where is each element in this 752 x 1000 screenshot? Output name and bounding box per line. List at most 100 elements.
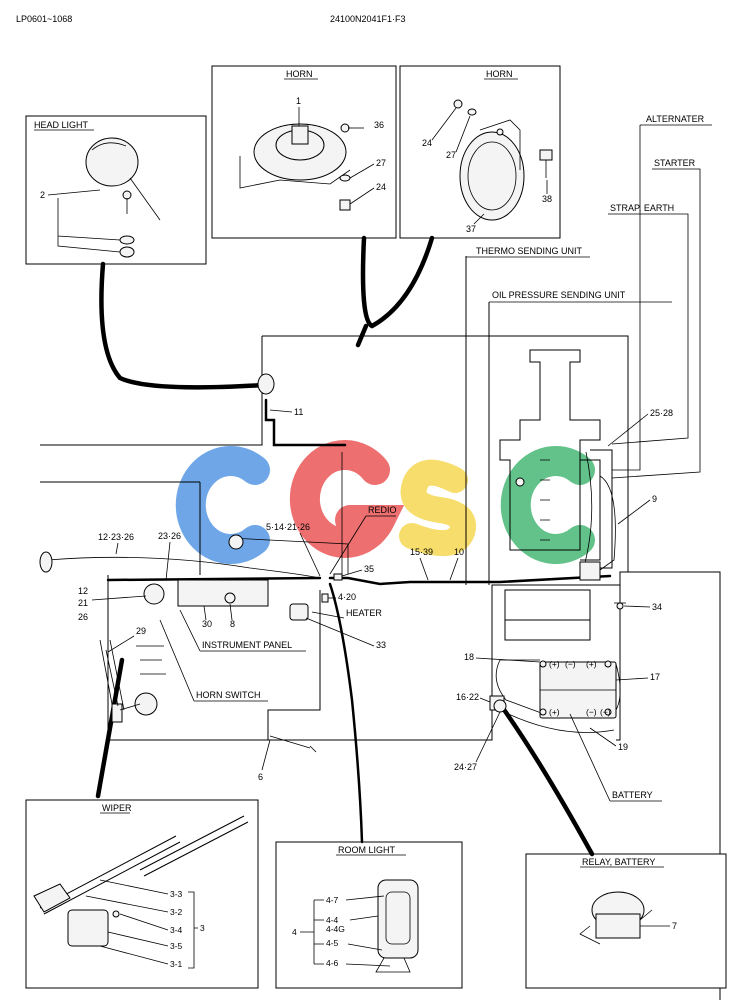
label-34: 34 bbox=[652, 602, 662, 612]
horn2-box: HORN 24 27 38 37 bbox=[399, 65, 561, 239]
wiper-part-3: 3 bbox=[200, 923, 205, 933]
headlight-box: HEAD LIGHT 2 bbox=[25, 115, 207, 265]
roomlight-part-4-5: 4-5 bbox=[326, 938, 339, 948]
battery-terminal-pos-1: (+) bbox=[549, 659, 560, 669]
watermark-letter-2 bbox=[289, 439, 405, 558]
side-lamp-icon bbox=[39, 551, 53, 573]
horn1-part-1: 1 bbox=[296, 96, 301, 106]
horn2-part-37: 37 bbox=[466, 224, 476, 234]
relay-battery-box: RELAY, BATTERY 7 bbox=[525, 853, 727, 989]
wiper-blade-icon bbox=[139, 815, 249, 877]
battery-terminal-pos-3: (+) bbox=[549, 707, 560, 717]
watermark-logo bbox=[175, 439, 595, 564]
battery-terminal-neg-1: (−) bbox=[565, 659, 576, 669]
wiper-part-3-4: 3-4 bbox=[170, 925, 183, 935]
label-26: 26 bbox=[78, 612, 88, 622]
label-12-23-26: 12·23·26 bbox=[98, 532, 134, 542]
label-21: 21 bbox=[78, 598, 88, 608]
label-strap-earth: STRAP, EARTH bbox=[610, 203, 674, 213]
label-19: 19 bbox=[618, 742, 628, 752]
label-25-28: 25·28 bbox=[650, 408, 673, 418]
label-17: 17 bbox=[650, 672, 660, 682]
wiper-title: WIPER bbox=[102, 803, 132, 813]
roomlight-part-4-4: 4-4 bbox=[326, 915, 339, 925]
label-4-20: 4·20 bbox=[338, 592, 356, 602]
label-35: 35 bbox=[364, 564, 374, 574]
header-left-code: LP0601~1068 bbox=[16, 14, 72, 24]
gauge-8-icon bbox=[224, 592, 236, 604]
connector-35-icon bbox=[333, 573, 343, 581]
roomlight-part-4-4g: 4-4G bbox=[326, 924, 345, 934]
relay-title: RELAY, BATTERY bbox=[582, 857, 655, 867]
horn2-part-38: 38 bbox=[542, 194, 552, 204]
wiper-part-3-5: 3-5 bbox=[170, 941, 183, 951]
label-battery: BATTERY bbox=[612, 790, 653, 800]
label-redio: REDIO bbox=[368, 505, 397, 515]
label-instrument-panel: INSTRUMENT PANEL bbox=[202, 640, 292, 650]
headlight-lamp-icon bbox=[85, 137, 139, 187]
label-9: 9 bbox=[652, 494, 657, 504]
battery-terminal-neg-3: (−) bbox=[600, 707, 611, 717]
wiper-part-3-1: 3-1 bbox=[170, 959, 183, 969]
wiring-harness bbox=[47, 235, 626, 857]
watermark-letter-4 bbox=[500, 446, 595, 564]
wiper-part-3-2: 3-2 bbox=[170, 907, 183, 917]
watermark-letter-3 bbox=[399, 459, 476, 556]
roomlight-box: ROOM LIGHT 4-7 4-4 4-4G 4-5 4-6 4 bbox=[275, 841, 463, 989]
horn-switch-icon bbox=[134, 692, 158, 716]
relay-part-7: 7 bbox=[672, 921, 677, 931]
battery-terminal-pos-2: (+) bbox=[586, 659, 597, 669]
label-thermo: THERMO SENDING UNIT bbox=[476, 246, 583, 256]
label-12: 12 bbox=[78, 586, 88, 596]
label-8: 8 bbox=[230, 619, 235, 629]
wiper-motor-icon bbox=[67, 909, 109, 947]
roomlight-part-4-6: 4-6 bbox=[326, 958, 339, 968]
instrument-panel-icon bbox=[177, 579, 269, 607]
roomlight-part-4: 4 bbox=[292, 927, 297, 937]
label-11: 11 bbox=[294, 407, 303, 417]
horn2-part-27: 27 bbox=[446, 150, 456, 160]
fuse-29-icon bbox=[111, 703, 123, 723]
label-starter: STARTER bbox=[654, 158, 696, 168]
label-15-39: 15·39 bbox=[410, 547, 433, 557]
roomlight-title: ROOM LIGHT bbox=[338, 845, 396, 855]
redio-icon bbox=[228, 534, 244, 550]
headlight-part-2: 2 bbox=[40, 190, 45, 200]
horn1-part-27: 27 bbox=[376, 158, 386, 168]
lamp-11-icon bbox=[257, 373, 275, 395]
label-18: 18 bbox=[464, 652, 474, 662]
label-6: 6 bbox=[258, 772, 263, 782]
roomlight-part-4-7: 4-7 bbox=[326, 895, 339, 905]
chassis-outline bbox=[40, 256, 721, 1000]
label-30: 30 bbox=[202, 619, 212, 629]
label-horn-switch: HORN SWITCH bbox=[196, 690, 261, 700]
small-components bbox=[39, 373, 624, 753]
label-24-27: 24·27 bbox=[454, 762, 477, 772]
switch-12-icon bbox=[143, 583, 165, 605]
room-light-icon bbox=[377, 879, 419, 959]
callout-labels: ALTERNATER STARTER STRAP, EARTH THERMO S… bbox=[78, 114, 712, 802]
horn1-box: HORN 1 36 27 24 bbox=[211, 65, 397, 239]
label-23-26: 23·26 bbox=[158, 531, 181, 541]
label-heater: HEATER bbox=[346, 608, 382, 618]
header-center-code: 24100N2041F1·F3 bbox=[330, 14, 406, 24]
horn-disc-icon bbox=[459, 131, 525, 221]
connector-420-icon bbox=[321, 593, 329, 603]
horn1-part-24: 24 bbox=[376, 182, 386, 192]
wiper-part-3-3: 3-3 bbox=[170, 889, 183, 899]
label-alternater: ALTERNATER bbox=[646, 114, 705, 124]
battery-terminal-neg-2: (−) bbox=[586, 707, 597, 717]
label-16-22: 16·22 bbox=[456, 692, 479, 702]
headlight-title: HEAD LIGHT bbox=[34, 120, 89, 130]
label-oil-pressure: OIL PRESSURE SENDING UNIT bbox=[492, 290, 626, 300]
horn1-part-36: 36 bbox=[374, 120, 384, 130]
horn2-part-24: 24 bbox=[422, 138, 432, 148]
label-29: 29 bbox=[136, 626, 146, 636]
label-10: 10 bbox=[454, 547, 464, 557]
heater-icon bbox=[289, 603, 309, 621]
wiper-box: WIPER 3-3 3-2 3-4 3-5 3-1 3 bbox=[25, 799, 259, 989]
horn2-title: HORN bbox=[486, 69, 513, 79]
label-5-14-21-26: 5·14·21·26 bbox=[266, 522, 310, 532]
watermark-letter-1 bbox=[175, 446, 270, 564]
